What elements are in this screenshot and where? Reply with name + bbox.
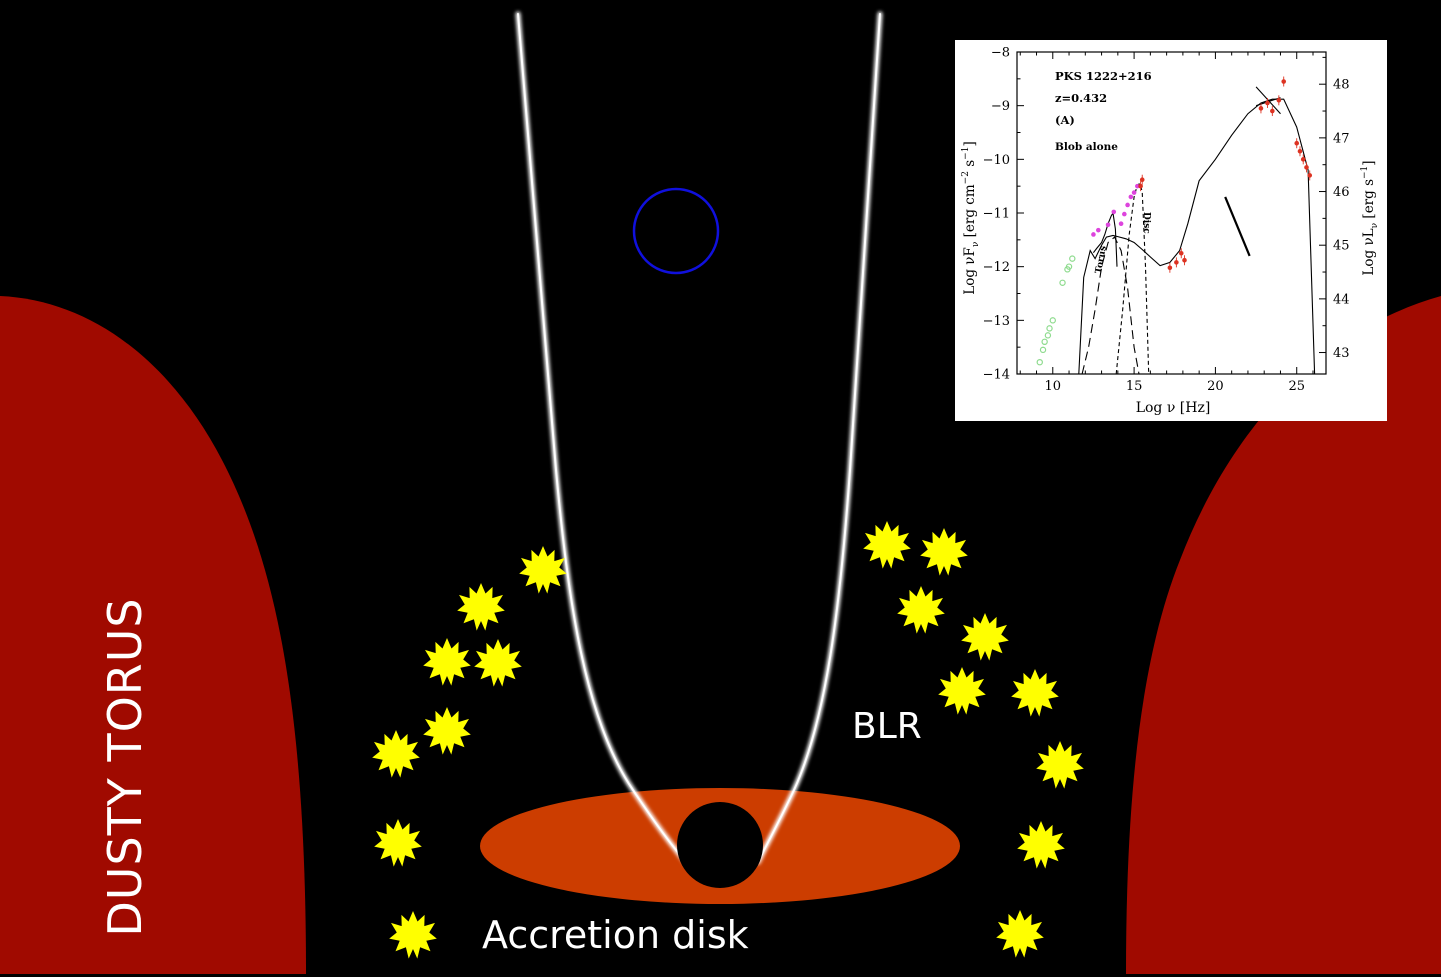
blr-cloud <box>457 583 505 631</box>
black-hole <box>677 802 763 888</box>
dusty-torus-right <box>1126 296 1441 974</box>
inset-source-label: PKS 1222+216 <box>1055 69 1152 83</box>
blr-cloud <box>920 528 968 576</box>
blr-cloud <box>1017 821 1065 869</box>
jet <box>515 11 883 865</box>
sed-data-point <box>1044 332 1052 339</box>
x-tick-label: 25 <box>1288 379 1305 394</box>
blr-cloud <box>374 819 422 867</box>
blr-cloud <box>474 639 522 687</box>
axis-ticks: 10 15 20 25 −8 −9 −10 −11 −12 −13 −14 43 44 45 46 47 48 <box>983 46 1350 395</box>
sed-data-point <box>1122 211 1127 217</box>
y2-tick-label: 44 <box>1333 292 1350 307</box>
sed-series-6 <box>1224 196 1251 257</box>
sed-series-0 <box>1078 98 1316 375</box>
blr-cloud <box>897 586 945 634</box>
x-tick-label: 10 <box>1045 379 1062 394</box>
x-axis-label: Log ν [Hz] <box>1136 400 1211 416</box>
blr-cloud <box>938 667 986 715</box>
series-layer <box>1078 86 1316 375</box>
y-axis-label-right: Log νLν [erg s−1] <box>1360 160 1380 275</box>
sed-data-point <box>1049 317 1056 324</box>
blob-ring <box>632 187 720 275</box>
inset-redshift-label: z=0.432 <box>1055 91 1107 105</box>
sed-series-2 <box>1081 236 1140 375</box>
jet-wall-left <box>515 11 689 865</box>
sed-data-point <box>1039 346 1047 354</box>
blr-cloud <box>519 546 567 594</box>
sed-data-point <box>1128 194 1134 200</box>
y-tick-label: −10 <box>983 153 1010 168</box>
blr-label: BLR <box>852 706 922 747</box>
y-axis-label-left: Log νFν [erg cm−2 s−1] <box>961 141 981 294</box>
sed-series-5 <box>1255 86 1281 115</box>
y-tick-label: −11 <box>983 207 1010 222</box>
blr-cloud <box>372 730 420 778</box>
sed-data-point <box>1091 232 1096 237</box>
y2-tick-label: 45 <box>1333 239 1350 254</box>
y-tick-label: −8 <box>991 46 1010 61</box>
sed-data-point <box>1096 227 1101 233</box>
sed-data-point <box>1135 183 1140 189</box>
blr-cloud <box>961 613 1009 661</box>
blr-cloud <box>996 910 1044 958</box>
blr-cloud <box>389 911 437 959</box>
sed-data-point <box>1105 222 1111 228</box>
y-tick-label: −9 <box>991 99 1010 114</box>
x-tick-label: 20 <box>1207 379 1224 394</box>
sed-data-point <box>1118 221 1124 227</box>
sed-data-point <box>1131 190 1137 195</box>
sed-data-point <box>1065 263 1073 270</box>
inset-model-label: Blob alone <box>1055 141 1118 153</box>
blr-cloud <box>863 521 911 569</box>
y-tick-label: −12 <box>983 260 1010 275</box>
disc-component-label: Disc <box>1141 212 1151 234</box>
sed-data-point <box>1059 279 1066 286</box>
x-tick-label: 15 <box>1126 379 1143 394</box>
y-tick-label: −13 <box>983 314 1010 329</box>
sed-data-point <box>1041 338 1048 345</box>
y2-tick-label: 43 <box>1333 346 1350 361</box>
sed-data-point <box>1036 358 1043 366</box>
sed-data-point <box>1125 202 1130 208</box>
sed-data-point <box>1046 325 1053 332</box>
sed-data-point <box>1069 255 1076 262</box>
y-tick-label: −14 <box>983 368 1010 383</box>
points-layer <box>1036 76 1313 366</box>
dusty-torus-left <box>0 296 306 974</box>
torus-component-label: Torus <box>1094 245 1109 274</box>
y2-tick-label: 47 <box>1333 131 1350 146</box>
blr-cloud <box>423 638 471 686</box>
inset-panel-label: (A) <box>1055 113 1075 127</box>
y2-tick-label: 46 <box>1333 185 1350 200</box>
sed-data-point <box>1111 209 1117 215</box>
accretion-disk-label: Accretion disk <box>482 913 749 957</box>
blr-cloud <box>1011 669 1059 717</box>
dusty-torus-label: DUSTY TORUS <box>98 597 152 937</box>
y2-tick-label: 48 <box>1333 78 1350 93</box>
blr-cloud <box>1036 741 1084 789</box>
blr-cloud <box>423 707 471 755</box>
